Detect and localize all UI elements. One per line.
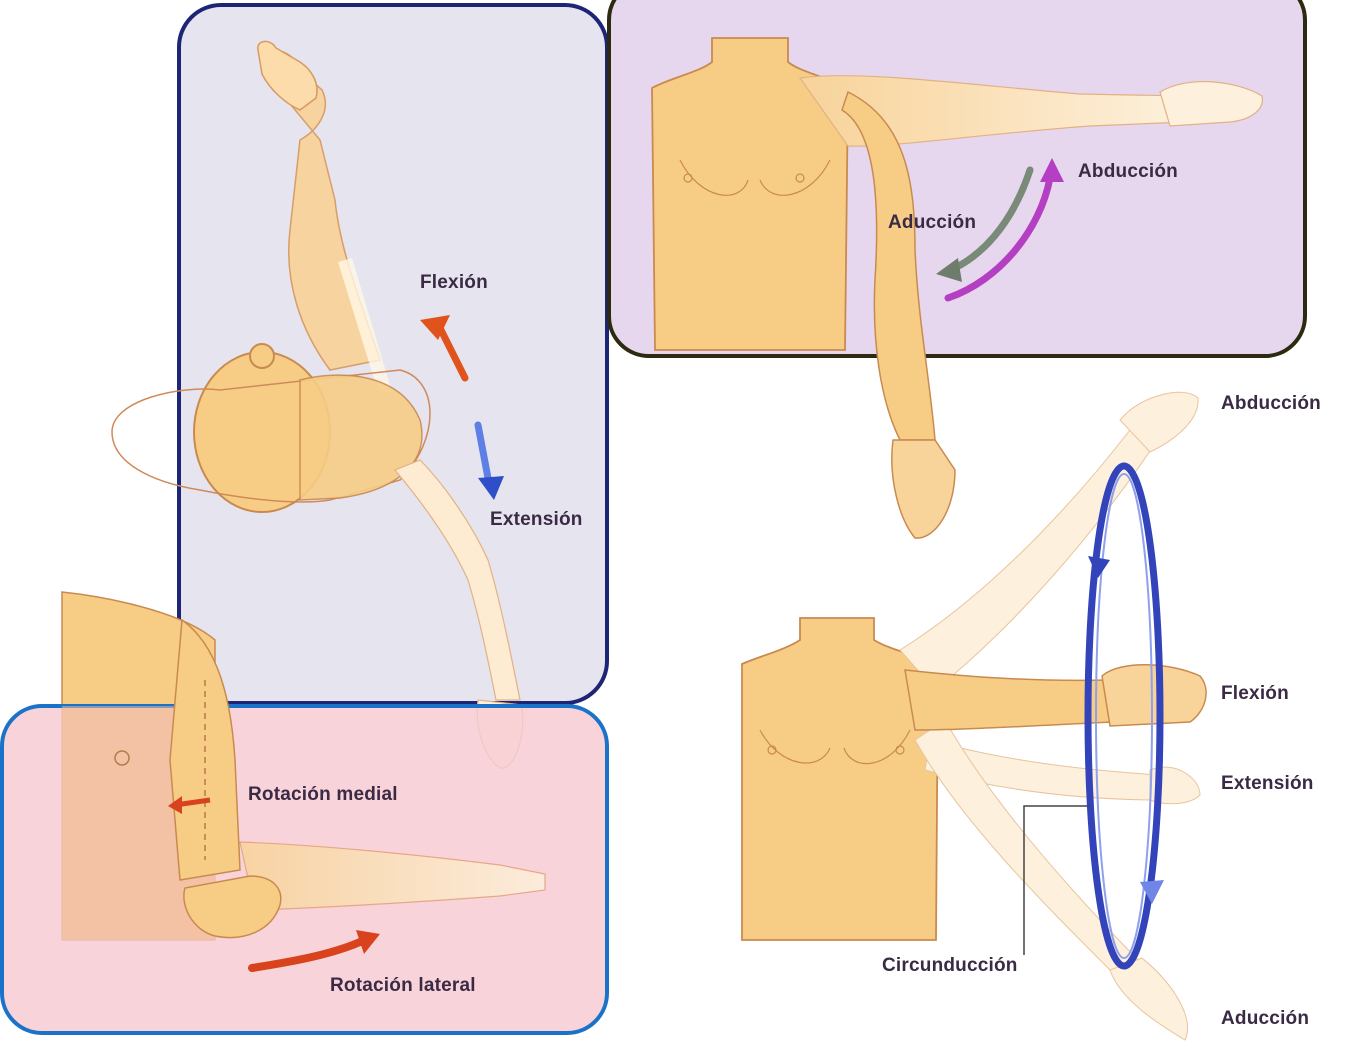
label-extension: Extensión [490, 509, 583, 530]
flexion-arrow [420, 315, 469, 382]
abduction-arrow [944, 158, 1064, 302]
medial-rotation-arrow [168, 796, 211, 814]
flexed-hand [1101, 664, 1207, 727]
label-circ-abduction: Abducción [1221, 393, 1321, 414]
label-circ-extension: Extensión [1221, 773, 1314, 794]
humerus-bone [338, 258, 392, 398]
torso-front-abduction [651, 37, 849, 351]
circumduction-leader-line [1023, 805, 1090, 955]
flexed-arm [904, 669, 1113, 731]
label-adduction-panel: Aducción [888, 212, 977, 233]
panel-flexion-extension [177, 3, 609, 705]
torso-front-circumduction [741, 617, 939, 941]
lowered-arm-extension [394, 459, 521, 701]
label-medial-rotation: Rotación medial [248, 784, 398, 805]
extension-arrow [474, 421, 504, 500]
label-circ-flexion: Flexión [1221, 683, 1289, 704]
label-abduction-panel: Abducción [1078, 161, 1178, 182]
raised-hand [257, 40, 318, 111]
abducted-hand [1159, 81, 1263, 127]
navel [114, 750, 130, 766]
fist [183, 875, 282, 939]
circumduction-circle [1084, 462, 1164, 970]
label-circumduction: Circunducción [882, 955, 1018, 976]
label-circ-adduction: Aducción [1221, 1008, 1310, 1029]
adducted-hand [891, 439, 956, 539]
adduction-arrow [936, 166, 1034, 282]
forearm-rotation [239, 841, 546, 911]
lateral-rotation-arrow [248, 930, 380, 972]
torso-top-view [111, 369, 431, 503]
label-flexion: Flexión [420, 272, 488, 293]
label-lateral-rotation: Rotación lateral [330, 975, 476, 996]
